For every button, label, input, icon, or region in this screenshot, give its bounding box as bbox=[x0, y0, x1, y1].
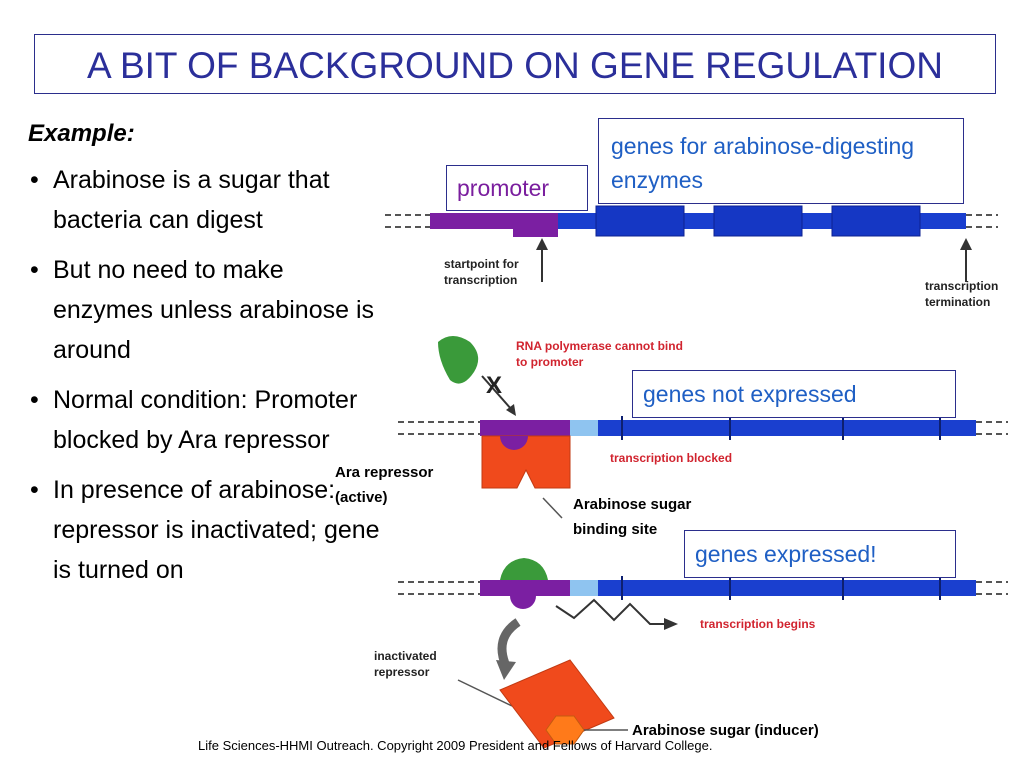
ara-repressor-active-shape bbox=[481, 435, 571, 489]
genes-label-box: genes for arabinose-digesting enzymes bbox=[598, 118, 964, 204]
not-expressed-label: genes not expressed bbox=[643, 381, 857, 407]
promoter-bump bbox=[513, 213, 558, 237]
ara-repressor-inactivated-shape bbox=[499, 659, 615, 749]
arabinose-inducer-shape bbox=[545, 715, 585, 745]
promoter-label-box: promoter bbox=[446, 165, 588, 211]
dna-strand bbox=[480, 580, 976, 596]
polymerase-arrow bbox=[481, 375, 513, 411]
rna-polymerase-note: RNA polymerase cannot bind to promoter bbox=[516, 339, 683, 369]
rna-polymerase-shape bbox=[438, 336, 479, 384]
page-title: A BIT OF BACKGROUND ON GENE REGULATION bbox=[87, 45, 943, 86]
promoter-label: promoter bbox=[457, 175, 550, 201]
inactivated-pointer bbox=[457, 679, 513, 707]
bullet-item: Arabinose is a sugar that bacteria can d… bbox=[28, 160, 388, 240]
termination-arrow-head bbox=[960, 238, 972, 250]
expressed-label-box: genes expressed! bbox=[684, 530, 956, 578]
ara-repressor-label: Ara repressor (active) bbox=[335, 464, 434, 506]
gene-block bbox=[595, 205, 685, 237]
operator-region bbox=[570, 420, 598, 436]
bullet-item: Normal condition: Promoter blocked by Ar… bbox=[28, 380, 388, 460]
inducer-label: Arabinose sugar (inducer) bbox=[632, 722, 819, 739]
rna-polymerase-shape bbox=[500, 558, 548, 580]
polymerase-arrow-head bbox=[506, 404, 516, 416]
operator-region bbox=[570, 580, 598, 596]
genes-label: genes for arabinose-digesting enzymes bbox=[611, 133, 915, 193]
bullet-item: In presence of arabinose: repressor is i… bbox=[28, 470, 388, 590]
transcription-blocked-label: transcription blocked bbox=[610, 451, 733, 465]
curved-arrow bbox=[497, 618, 521, 668]
promoter-region bbox=[480, 580, 570, 596]
startpoint-label: startpoint for transcription bbox=[444, 257, 519, 287]
title-box: A BIT OF BACKGROUND ON GENE REGULATION bbox=[34, 34, 996, 94]
binding-site-label: Arabinose sugar binding site bbox=[573, 496, 692, 538]
bullet-item: But no need to make enzymes unless arabi… bbox=[28, 250, 388, 370]
dna-strand bbox=[480, 420, 976, 436]
repressor-binding-bump bbox=[500, 436, 528, 450]
termination-label: transcription termination bbox=[925, 279, 999, 309]
transcription-arrow-head bbox=[664, 618, 678, 630]
curved-arrow-head bbox=[496, 660, 516, 680]
promoter-bump bbox=[510, 596, 536, 609]
gene-block bbox=[831, 205, 921, 237]
not-expressed-label-box: genes not expressed bbox=[632, 370, 956, 418]
mrna-zigzag bbox=[555, 598, 668, 625]
gene-block bbox=[713, 205, 803, 237]
copyright-footer: Life Sciences-HHMI Outreach. Copyright 2… bbox=[198, 738, 713, 753]
startpoint-arrow-head bbox=[536, 238, 548, 250]
bullet-list: Arabinose is a sugar that bacteria can d… bbox=[28, 160, 388, 600]
blocked-x-mark: X bbox=[486, 372, 503, 399]
example-heading: Example: bbox=[28, 120, 135, 147]
inactivated-repressor-label: inactivated repressor bbox=[374, 649, 437, 679]
promoter-region bbox=[480, 420, 570, 436]
binding-site-pointer bbox=[542, 497, 563, 519]
transcription-begins-label: transcription begins bbox=[700, 617, 816, 631]
expressed-label: genes expressed! bbox=[695, 541, 877, 567]
